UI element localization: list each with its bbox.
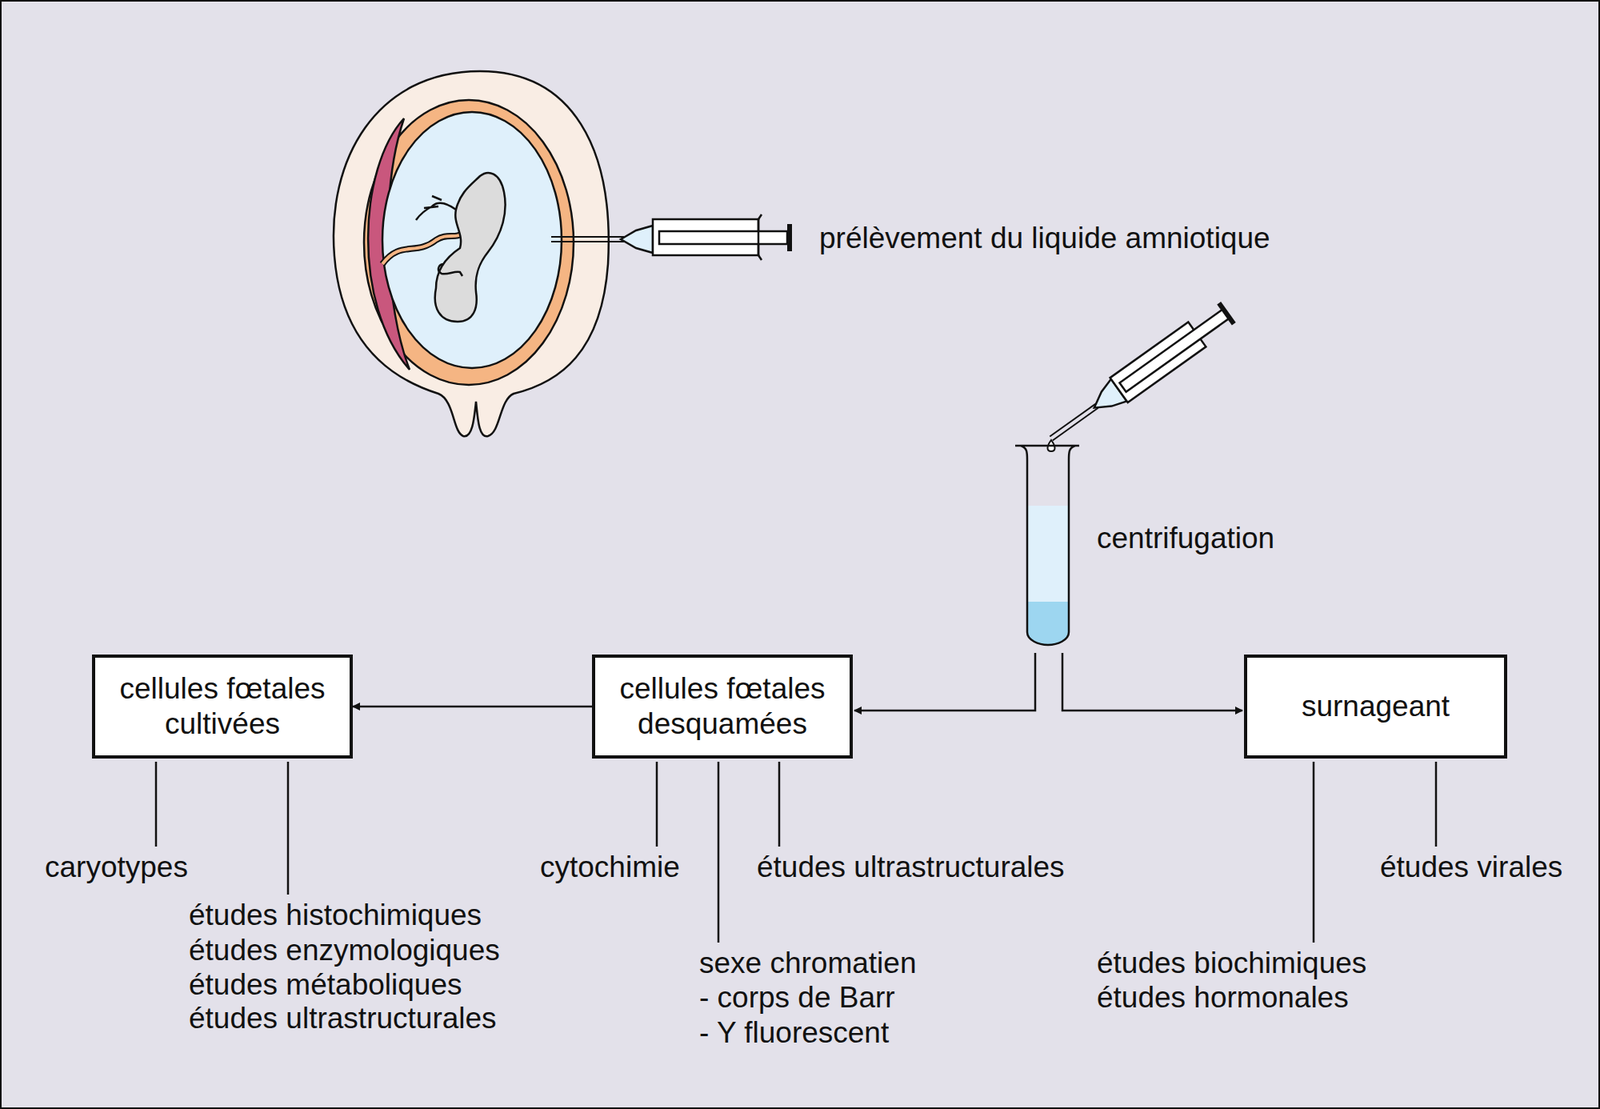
annotation-label: caryotypes [44,849,188,885]
box-text: surnageant [1301,688,1450,724]
annotation-label: cytochimie [540,849,680,885]
annotation-label: études enzymologiques [188,932,500,968]
annotation-label: sexe chromatien [699,945,916,981]
split-line [1062,652,1243,711]
annotation-label: - Y fluorescent [699,1015,889,1051]
annotation-label: études histochimiques [188,897,482,933]
box-text: cellules fœtales cultivées [103,671,342,743]
process-box: surnageant [1244,654,1508,759]
chorion [364,100,574,385]
leader-lines [156,761,1436,943]
amniotic-cavity [382,112,562,368]
process-box: cellules fœtales cultivées [92,654,353,759]
split-line [854,652,1036,711]
flow-arrow [352,705,592,708]
annotation-label: études métaboliques [188,967,462,1003]
centrifuge-tube [1015,445,1080,645]
annotation-label: études ultrastructurales [188,1000,497,1036]
annotation-label: études virales [1380,849,1563,885]
annotation-label: études hormonales [1096,980,1349,1016]
annotation-label: - corps de Barr [699,980,896,1016]
uterus [333,71,609,436]
annotation-label: études ultrastructurales [756,849,1065,885]
pipette-syringe [1042,300,1238,452]
process-box: cellules fœtales desquamées [592,654,853,759]
annotation-label: centrifugation [1096,520,1275,556]
box-text: cellules fœtales desquamées [603,671,842,743]
annotation-label: études biochimiques [1096,945,1367,981]
annotation-label: prélèvement du liquide amniotique [819,220,1271,256]
fetus [435,172,506,322]
syringe [551,214,792,260]
